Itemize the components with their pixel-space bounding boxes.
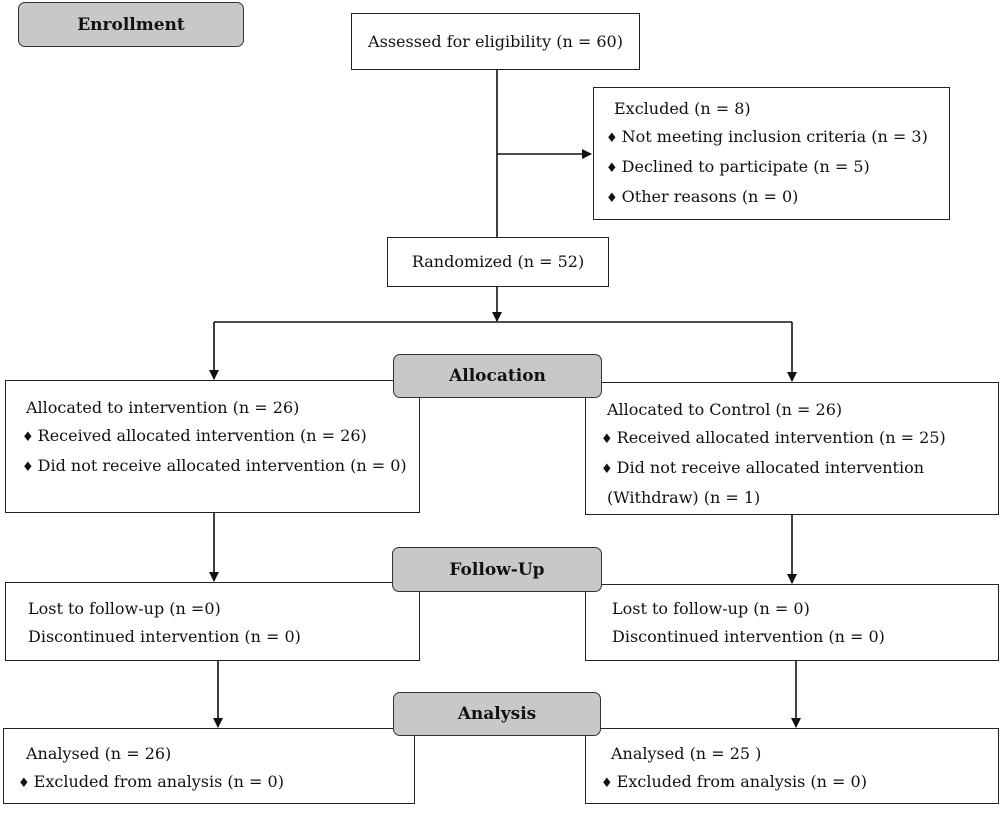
control-allocation-item: ♦Received allocated intervention (n = 25…	[601, 428, 946, 447]
diamond-bullet-icon: ♦	[601, 432, 613, 447]
control-allocation-item-continued: (Withdraw) (n = 1)	[607, 488, 761, 507]
diamond-bullet-icon: ♦	[18, 776, 30, 791]
intervention-lost-to-follow-up: Lost to follow-up (n =0)	[28, 599, 221, 618]
control-analysed: Analysed (n = 25 )	[611, 744, 762, 763]
control-excluded-from-analysis: ♦Excluded from analysis (n = 0)	[601, 772, 867, 791]
excluded-item: ♦Not meeting inclusion criteria (n = 3)	[606, 127, 928, 146]
intervention-allocation-item: ♦Did not receive allocated intervention …	[22, 456, 407, 475]
intervention-allocation-box: Allocated to intervention (n = 26) ♦Rece…	[5, 380, 420, 513]
control-allocation-box: Allocated to Control (n = 26) ♦Received …	[585, 382, 999, 515]
diamond-bullet-icon: ♦	[601, 462, 613, 477]
stage-analysis-label: Analysis	[457, 704, 537, 724]
assessed-box: Assessed for eligibility (n = 60)	[351, 13, 640, 70]
stage-allocation-label: Allocation	[449, 366, 546, 386]
intervention-discontinued: Discontinued intervention (n = 0)	[28, 627, 301, 646]
stage-follow-up-label: Follow-Up	[449, 559, 545, 580]
stage-enrollment: Enrollment	[18, 2, 244, 47]
excluded-title: Excluded (n = 8)	[614, 99, 751, 118]
excluded-item: ♦Declined to participate (n = 5)	[606, 157, 870, 176]
control-follow-up-box: Lost to follow-up (n = 0) Discontinued i…	[585, 584, 999, 661]
diamond-bullet-icon: ♦	[606, 191, 618, 206]
control-lost-to-follow-up: Lost to follow-up (n = 0)	[612, 599, 810, 618]
excluded-box: Excluded (n = 8) ♦Not meeting inclusion …	[593, 87, 950, 220]
diamond-bullet-icon: ♦	[22, 460, 34, 475]
stage-analysis: Analysis	[393, 692, 601, 736]
control-analysis-box: Analysed (n = 25 ) ♦Excluded from analys…	[585, 728, 999, 804]
stage-allocation: Allocation	[393, 354, 602, 398]
diamond-bullet-icon: ♦	[606, 161, 618, 176]
diamond-bullet-icon: ♦	[606, 131, 618, 146]
intervention-follow-up-box: Lost to follow-up (n =0) Discontinued in…	[5, 582, 420, 661]
control-allocation-title: Allocated to Control (n = 26)	[607, 400, 843, 419]
diamond-bullet-icon: ♦	[601, 776, 613, 791]
randomized-box: Randomized (n = 52)	[387, 237, 609, 287]
intervention-analysis-box: Analysed (n = 26) ♦Excluded from analysi…	[3, 728, 415, 804]
stage-enrollment-label: Enrollment	[77, 14, 185, 35]
control-discontinued: Discontinued intervention (n = 0)	[612, 627, 885, 646]
control-allocation-item: ♦Did not receive allocated intervention	[601, 458, 925, 477]
randomized-text: Randomized (n = 52)	[411, 252, 585, 271]
stage-follow-up: Follow-Up	[392, 547, 602, 592]
intervention-analysed: Analysed (n = 26)	[26, 744, 172, 763]
assessed-text: Assessed for eligibility (n = 60)	[368, 31, 623, 51]
excluded-item: ♦Other reasons (n = 0)	[606, 187, 799, 206]
intervention-excluded-from-analysis: ♦Excluded from analysis (n = 0)	[18, 772, 284, 791]
diamond-bullet-icon: ♦	[22, 430, 34, 445]
intervention-allocation-item: ♦Received allocated intervention (n = 26…	[22, 426, 367, 445]
intervention-allocation-title: Allocated to intervention (n = 26)	[26, 398, 300, 417]
